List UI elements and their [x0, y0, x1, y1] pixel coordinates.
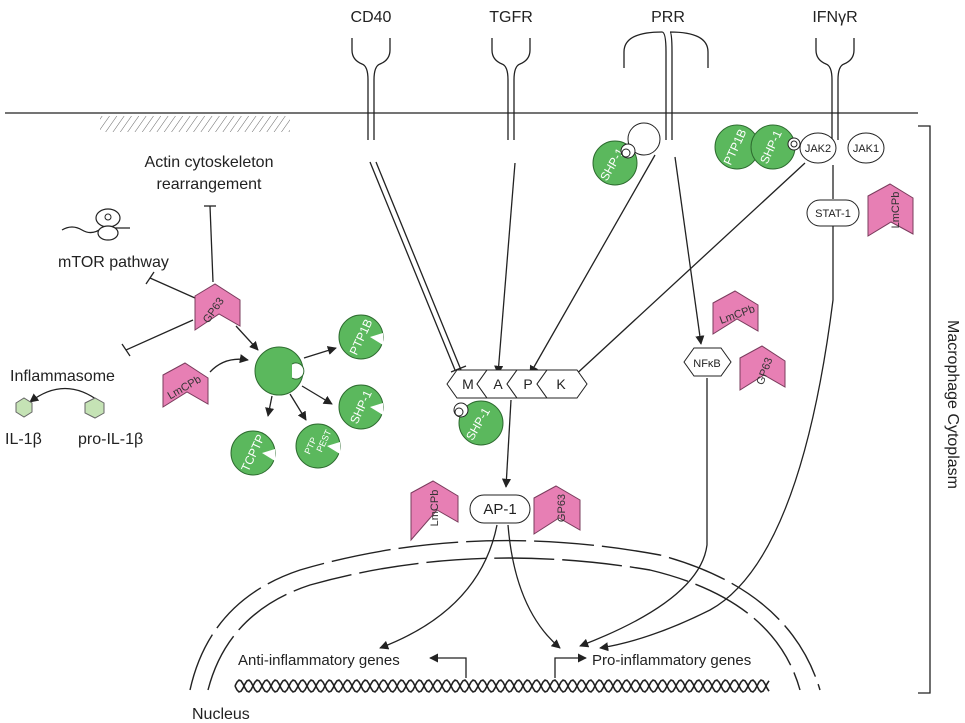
gp63-protease-ap1: GP63: [533, 485, 581, 535]
mapk-to-ap1-arrow: [501, 399, 512, 488]
lmcpb-protease-nfkb: LmCPb: [712, 290, 759, 335]
jak1-label: JAK1: [853, 143, 879, 155]
il1b-label: IL-1β: [5, 431, 42, 448]
lmcpb-protease-stat1: LmCPb: [867, 183, 914, 237]
inflammasome-label: Inflammasome: [10, 368, 115, 385]
tcptp-phosphatase: TCPTP: [230, 430, 276, 476]
gp63-inhibits-mtor: [149, 277, 196, 299]
actin-filaments: [100, 116, 290, 132]
prr-adaptor-circle: [627, 122, 661, 156]
prr-to-mapk-arrow: [529, 154, 656, 375]
lmcpb-stat1-label: LmCPb: [890, 192, 902, 229]
lmcpb-ap1-label: LmCPb: [429, 490, 441, 527]
jak2-label: JAK2: [805, 143, 831, 155]
tgfr-receptor: TGFR: [489, 9, 533, 140]
cd40-receptor: CD40: [351, 9, 392, 140]
prr-receptor: PRR: [623, 9, 709, 140]
actin-label-line1: Actin cytoskeleton: [145, 154, 274, 171]
shp1-phosphatase-left: SHP-1: [338, 384, 384, 430]
cd40-label: CD40: [351, 9, 392, 26]
mapk-a: A: [493, 376, 503, 392]
mapk-m: M: [462, 376, 474, 392]
tgfr-to-mapk-arrow: [494, 162, 516, 375]
cd40-to-mapk-line2: [375, 161, 462, 371]
pro-il1b-hexagon: [84, 397, 105, 419]
lmcpb-protease-ap1: LmCPb: [410, 480, 459, 542]
mapk-k: K: [556, 376, 566, 392]
gp63-protease-left: GP63: [194, 283, 241, 331]
pro-genes-label: Pro-inflammatory genes: [592, 652, 751, 669]
cytoplasm-label: Macrophage Cytoplasm: [944, 320, 961, 489]
shp1-phosphatase-ifngr: SHP-1: [750, 124, 796, 170]
inflammasome-cleavage-arrow: [29, 387, 101, 403]
il1b-hexagon: [15, 397, 33, 418]
mapk-p: P: [523, 376, 532, 392]
ifngr-label: IFNγR: [812, 9, 857, 26]
jak1-kinase: JAK1: [847, 132, 885, 164]
stat1-to-pro-genes-arrow: [599, 226, 834, 652]
actin-label-line2: rearrangement: [157, 176, 263, 193]
prr-to-nfkb-arrow: [674, 156, 705, 345]
nfkb-to-pro-genes-arrow: [579, 378, 708, 648]
stat1-factor: STAT-1: [806, 199, 860, 227]
gp63-ap1-label: GP63: [556, 494, 568, 522]
jak2-kinase: JAK2: [799, 132, 837, 164]
mapk-complex: M A P K: [446, 369, 588, 399]
tgfr-label: TGFR: [489, 9, 533, 26]
pro-genes-promoter: [554, 653, 587, 678]
central-phosphatase: [254, 346, 305, 396]
jak2-to-mapk-arrow: [571, 162, 806, 379]
ptp-pest-phosphatase: PTP PEST: [295, 423, 341, 469]
lmcpb-protease-left: LmCPb: [162, 362, 209, 408]
prr-label: PRR: [651, 9, 685, 26]
anti-genes-label: Anti-inflammatory genes: [238, 652, 400, 669]
ribosome-icon: [61, 208, 130, 241]
dna-helix: [234, 679, 770, 693]
anti-genes-promoter: [429, 653, 467, 678]
nfkb-factor: NFκB: [683, 347, 732, 377]
pro-il1b-label: pro-IL-1β: [78, 431, 143, 448]
cytoplasm-bracket: [918, 125, 931, 694]
cd40-to-mapk-line1: [369, 161, 456, 371]
ptp1b-phosphatase-ifngr: PTP1B: [714, 124, 760, 170]
ap1-to-pro-genes-arrow: [507, 524, 561, 649]
ptp1b-phosphatase-left: PTP1B: [338, 314, 384, 360]
ap1-label: AP-1: [483, 501, 516, 518]
mtor-label: mTOR pathway: [58, 254, 169, 271]
ap1-factor: AP-1: [469, 494, 531, 524]
stat1-label: STAT-1: [815, 208, 851, 220]
gp63-inhibits-inflammasome: [125, 319, 194, 351]
ifngr-receptor: IFNγR: [812, 9, 858, 140]
gp63-protease-nfkb: GP63: [739, 345, 786, 391]
nfkb-label: NFκB: [693, 358, 721, 370]
ap1-to-anti-genes-arrow: [379, 524, 498, 650]
nucleus-label: Nucleus: [192, 706, 250, 723]
gp63-inhibits-actin: [209, 205, 214, 283]
